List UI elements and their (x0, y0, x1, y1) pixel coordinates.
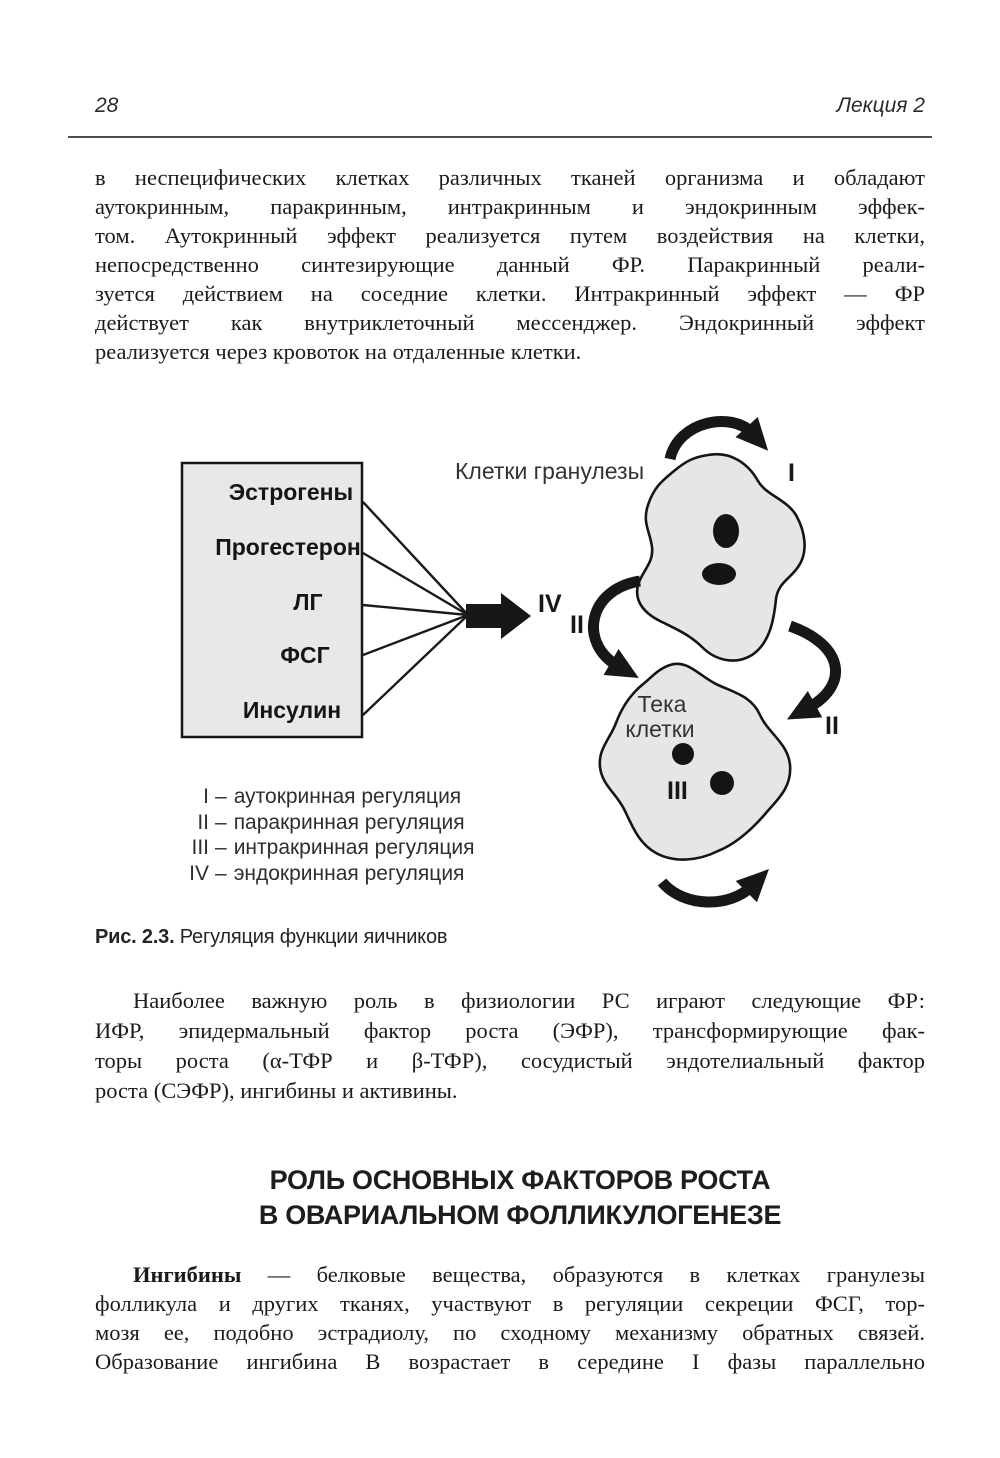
theca-cell (598, 662, 792, 861)
running-head: 28 Лекция 2 (95, 94, 925, 118)
legend-item: II–паракринная регуляция (185, 810, 474, 836)
legend-label: интракринная регуляция (233, 836, 475, 859)
lecture-title: Лекция 2 (836, 94, 925, 117)
legend-dash: – (215, 785, 227, 808)
label-paracrine-II-right: II (825, 712, 839, 740)
legend-label: аутокринная регуляция (233, 785, 462, 808)
hormone-label: Эстрогены (229, 479, 353, 505)
hormone-label: ФСГ (280, 642, 329, 668)
legend-item: III–интракринная регуляция (185, 835, 474, 861)
hormone-label: Инсулин (243, 697, 341, 723)
label-intracrine-III: III (667, 777, 688, 805)
figure-diagram: Эстрогены Прогестерон ЛГ ФСГ Инсулин IV … (180, 416, 841, 908)
label-autocrine-I: I (788, 459, 795, 487)
label-endocrine-IV: IV (538, 590, 562, 618)
paracrine-arrow-left (588, 575, 642, 678)
text-line: зуется действием на соседние клетки. Инт… (95, 281, 925, 306)
legend-numeral: II (197, 810, 209, 834)
fan-line (362, 501, 469, 616)
fan-line (362, 614, 469, 716)
autocrine-loop-arrow-theca (657, 869, 769, 908)
figure-caption-label: Рис. 2.3. (95, 926, 175, 948)
legend-dash: – (215, 836, 227, 859)
legend-numeral: I (203, 785, 209, 808)
text-line: Образование ингибина В возрастает в сере… (95, 1349, 925, 1374)
text-line: фолликула и других тканях, участвуют в р… (95, 1291, 925, 1316)
text-line: действует как внутриклеточный мессенджер… (95, 310, 925, 335)
text-line: роста (СЭФР), ингибины и активины. (95, 1078, 458, 1103)
text-line: аутокринным, паракринным, интракринным и… (95, 194, 925, 219)
fan-line (362, 551, 469, 617)
figure-caption-text: Регуляция функции яичников (179, 926, 448, 948)
granulosa-cells-label: Клетки гранулезы (455, 458, 644, 484)
figure-caption: Рис. 2.3. Регуляция функции яичников (95, 926, 925, 949)
granulosa-cell (635, 452, 806, 662)
text-line: торы роста (α-ТФР и β-ТФР), сосудистый э… (95, 1048, 925, 1073)
granulosa-nucleus (702, 563, 736, 585)
text-line: непосредственно синтезирующие данный ФР.… (95, 252, 925, 277)
theca-cells-label: Тека (638, 691, 687, 717)
autocrine-loop-arrow (664, 416, 769, 461)
text-line: том. Аутокринный эффект реализуется путе… (95, 223, 925, 248)
section-heading: РОЛЬ ОСНОВНЫХ ФАКТОРОВ РОСТА В ОВАРИАЛЬН… (105, 1163, 935, 1233)
page-number: 28 (95, 94, 119, 117)
header-rule (68, 136, 932, 138)
theca-nucleus (672, 743, 694, 765)
theca-cells-label: клетки (625, 716, 694, 742)
legend-label: паракринная регуляция (233, 810, 465, 834)
paragraph-2: Наиболее важную роль в физиологии РС игр… (95, 986, 925, 1106)
section-heading-line: В ОВАРИАЛЬНОМ ФОЛЛИКУЛОГЕНЕЗЕ (258, 1200, 782, 1230)
section-heading-line: РОЛЬ ОСНОВНЫХ ФАКТОРОВ РОСТА (269, 1165, 771, 1195)
theca-nucleus (710, 771, 734, 795)
endocrine-arrow (466, 593, 531, 639)
legend-dash: – (215, 810, 227, 834)
legend-item: IV–эндокринная регуляция (185, 861, 474, 887)
paragraph-3: Ингибины — белковые вещества, образуются… (95, 1260, 925, 1376)
text-line: в неспецифических клетках различных ткан… (95, 165, 925, 190)
text-line: Ингибины — белковые вещества, образуются… (95, 1260, 925, 1289)
hormone-box (180, 461, 364, 739)
text-line: реализуется через кровоток на отдаленные… (95, 339, 582, 364)
fan-line (362, 613, 469, 657)
text-line: Наиболее важную роль в физиологии РС игр… (133, 988, 925, 1013)
paragraph-1: в неспецифических клетках различных ткан… (95, 163, 925, 366)
hormone-label: ЛГ (293, 589, 322, 615)
text-line: мозя ее, подобно эстрадиолу, по сходному… (95, 1320, 925, 1345)
fan-line (362, 603, 469, 617)
legend-numeral: III (191, 836, 209, 859)
granulosa-nucleus (713, 514, 739, 548)
legend-label: эндокринная регуляция (233, 861, 465, 885)
legend-numeral: IV (189, 861, 209, 885)
text-line: ИФР, эпидермальный фактор роста (ЭФР), т… (95, 1018, 925, 1043)
hormone-label: Прогестерон (215, 534, 361, 560)
figure-legend: I–аутокринная регуляция II–паракринная р… (185, 784, 474, 886)
legend-item: I–аутокринная регуляция (185, 784, 474, 810)
label-paracrine-II-left: II (570, 611, 584, 639)
legend-dash: – (215, 861, 227, 885)
term-inhibins: Ингибины (133, 1262, 242, 1287)
text-line-rest: — белковые вещества, образуются в клетка… (267, 1262, 925, 1287)
paracrine-arrow-right (786, 620, 841, 720)
